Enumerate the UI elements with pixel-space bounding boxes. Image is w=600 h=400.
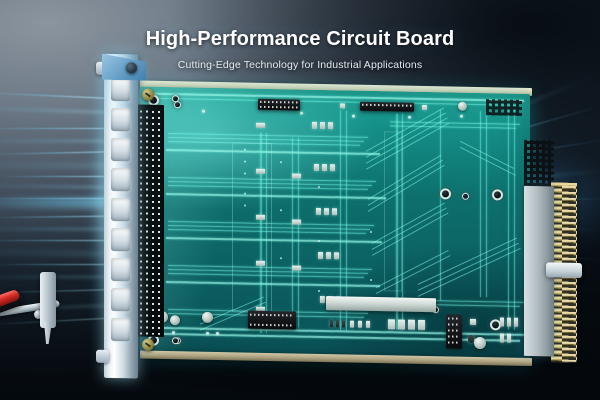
mounting-hole: [462, 192, 469, 200]
ic-chip: [446, 314, 462, 349]
header-text-block: High-Performance Circuit Board Cutting-E…: [0, 28, 600, 71]
pcb-substrate: [140, 86, 530, 363]
white-edge-connector: [326, 296, 436, 313]
page-subtitle: Cutting-Edge Technology for Industrial A…: [177, 59, 423, 71]
panel-screw: [142, 338, 154, 351]
mounting-hole: [492, 189, 503, 201]
ejector-handle: [0, 272, 72, 352]
right-pin-matrix: [524, 139, 554, 187]
panel-screw: [142, 88, 154, 101]
mounting-hole: [172, 95, 179, 103]
mounting-hole: [174, 101, 181, 109]
smd-chip: [360, 101, 414, 112]
ic-header-connector: [248, 310, 296, 330]
smd-connector-block: [258, 98, 300, 111]
circuit-board: [96, 58, 582, 383]
mounting-hole: [440, 188, 451, 200]
connector-latch-clip: [546, 262, 582, 279]
front-panel-faceplate: [96, 53, 138, 379]
mounting-hole: [172, 337, 179, 345]
backplane-pin-header: [138, 104, 164, 337]
ejector-pivot-screw: [34, 310, 43, 319]
page-title: High-Performance Circuit Board: [145, 28, 455, 50]
